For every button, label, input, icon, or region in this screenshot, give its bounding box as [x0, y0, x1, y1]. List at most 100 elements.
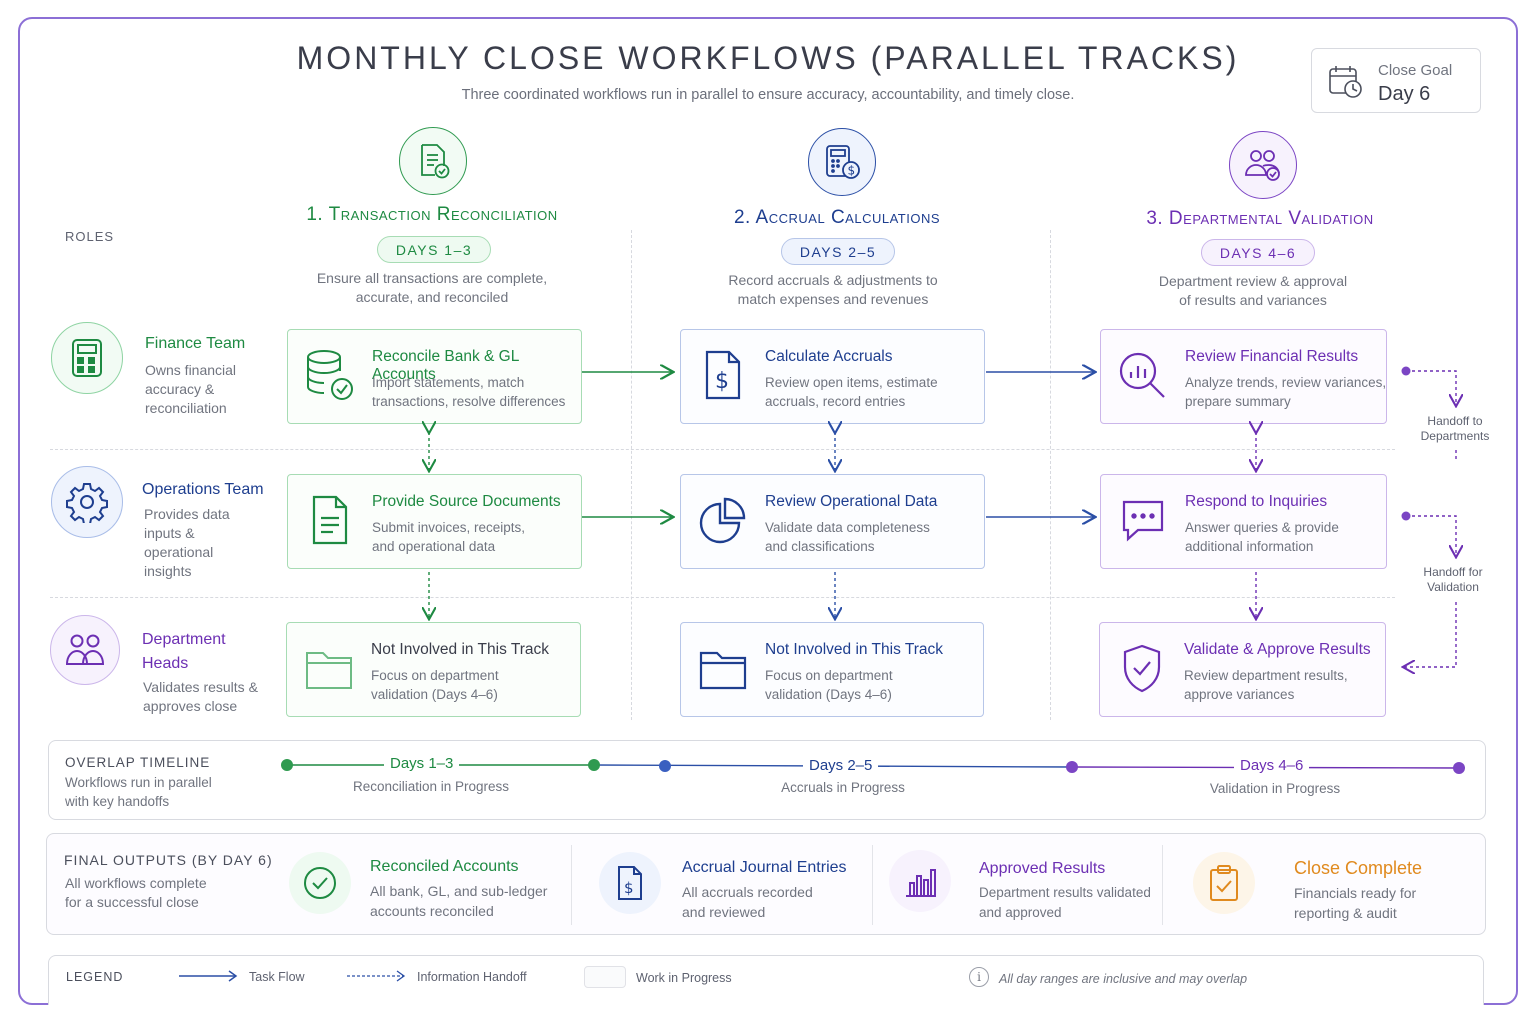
- task-card-not-involved[interactable]: Not Involved in This Track Focus on depa…: [680, 622, 984, 717]
- work-in-progress-swatch: [584, 966, 626, 988]
- column-description: Ensure all transactions are complete,acc…: [316, 270, 548, 305]
- column-divider: [1050, 230, 1051, 720]
- timeline-phase-sub: Accruals in Progress: [781, 780, 905, 795]
- users-check-icon: [1229, 131, 1297, 199]
- task-card-respond-to-inquiries[interactable]: Respond to Inquiries Answer queries & pr…: [1100, 474, 1387, 569]
- card-title: Respond to Inquiries: [1185, 493, 1328, 510]
- database-check-icon: [304, 346, 356, 406]
- role-description: Validates results &approves close: [143, 679, 258, 714]
- timeline-phase-label: Days 2–5: [803, 757, 879, 774]
- page-title: MONTHLY CLOSE WORKFLOWS (PARALLEL TRACKS…: [296, 40, 1240, 76]
- divider: [1162, 845, 1163, 925]
- column-divider: [631, 230, 632, 720]
- pie-chart-icon: [697, 491, 749, 551]
- chat-bubble-icon: [1117, 491, 1169, 551]
- magnifier-chart-icon: [1117, 346, 1169, 406]
- timeline-phase-sub: Reconciliation in Progress: [352, 779, 510, 794]
- close-goal-label: Close Goal: [1378, 62, 1453, 79]
- card-title: Review Operational Data: [765, 493, 938, 510]
- card-description: Submit invoices, receipts,and operationa…: [372, 520, 526, 554]
- dollar-document-icon: $: [599, 852, 661, 914]
- timeline-node: [588, 759, 600, 771]
- column-title-validation: 3. Departmental Validation: [1146, 208, 1374, 229]
- output-title: Approved Results: [979, 860, 1106, 877]
- document-lines-icon: [304, 491, 356, 551]
- divider: [571, 845, 572, 925]
- handoff-node: [1401, 366, 1411, 376]
- days-badge: DAYS 1–3: [377, 236, 491, 263]
- output-title: Accrual Journal Entries: [682, 859, 847, 876]
- legend-note: All day ranges are inclusive and may ove…: [999, 972, 1248, 986]
- card-title: Calculate Accruals: [765, 348, 893, 365]
- task-card-not-involved[interactable]: Not Involved in This Track Focus on depa…: [286, 622, 581, 717]
- legend-heading: LEGEND: [66, 970, 124, 984]
- column-title-reconciliation: 1. Transaction Reconciliation: [306, 204, 558, 225]
- handoff-node: [1401, 511, 1411, 521]
- task-card-validate-approve[interactable]: Validate & Approve Results Review depart…: [1099, 622, 1386, 717]
- dollar-document-icon: $: [697, 346, 749, 406]
- divider: [872, 845, 873, 925]
- shield-check-icon: [1116, 639, 1168, 699]
- handoff-for-validation-arrow: [1406, 515, 1456, 556]
- timeline-heading: OVERLAP TIMELINE: [65, 755, 211, 770]
- card-description: Review department results,approve varian…: [1184, 668, 1348, 702]
- timeline-node: [1066, 761, 1078, 773]
- card-title: Validate & Approve Results: [1184, 641, 1371, 658]
- svg-text:$: $: [848, 164, 856, 178]
- legend-panel: [48, 955, 1484, 1005]
- timeline-phase-label: Days 4–6: [1234, 757, 1310, 774]
- role-name-operations: Operations Team: [142, 481, 264, 498]
- folder-icon: [303, 639, 355, 699]
- days-badge: DAYS 2–5: [781, 238, 895, 265]
- bar-chart-icon: [889, 850, 951, 912]
- close-goal-value: Day 6: [1378, 83, 1431, 105]
- handoff-to-departments-arrow: [1406, 370, 1456, 405]
- task-flow-legend-arrow: [179, 970, 238, 982]
- task-card-reconcile-bank[interactable]: Reconcile Bank & GL Accounts Import stat…: [287, 329, 582, 424]
- calculator-icon: [51, 322, 123, 394]
- row-divider: [50, 597, 1395, 598]
- days-badge: DAYS 4–6: [1201, 239, 1315, 266]
- card-description: Analyze trends, review variances,prepare…: [1185, 375, 1387, 409]
- gear-icon: [51, 466, 123, 538]
- svg-text:$: $: [715, 369, 729, 394]
- legend-info-handoff: Information Handoff: [417, 970, 527, 984]
- card-title: Review Financial Results: [1185, 348, 1359, 365]
- outputs-heading: FINAL OUTPUTS (BY DAY 6): [64, 852, 273, 868]
- timeline-node: [1453, 762, 1465, 774]
- task-card-provide-source-documents[interactable]: Provide Source Documents Submit invoices…: [287, 474, 582, 569]
- timeline-node: [281, 759, 293, 771]
- overlap-timeline-panel: [48, 740, 1486, 820]
- legend-task-flow: Task Flow: [249, 970, 305, 984]
- task-card-review-financial-results[interactable]: Review Financial Results Analyze trends,…: [1100, 329, 1387, 424]
- clipboard-check-icon: [1193, 852, 1255, 914]
- close-goal-badge: Close Goal Day 6: [1311, 48, 1481, 113]
- card-title: Provide Source Documents: [372, 493, 561, 510]
- card-title: Reconcile Bank & GL Accounts: [372, 348, 519, 383]
- timeline-node: [659, 760, 671, 772]
- task-card-review-operational-data[interactable]: Review Operational Data Validate data co…: [680, 474, 985, 569]
- check-circle-icon: [289, 852, 351, 914]
- roles-label: ROLES: [65, 229, 115, 244]
- card-title: Not Involved in This Track: [765, 641, 944, 658]
- users-icon: [50, 615, 120, 685]
- document-check-icon: [399, 127, 467, 195]
- legend-wip: Work in Progress: [636, 971, 732, 985]
